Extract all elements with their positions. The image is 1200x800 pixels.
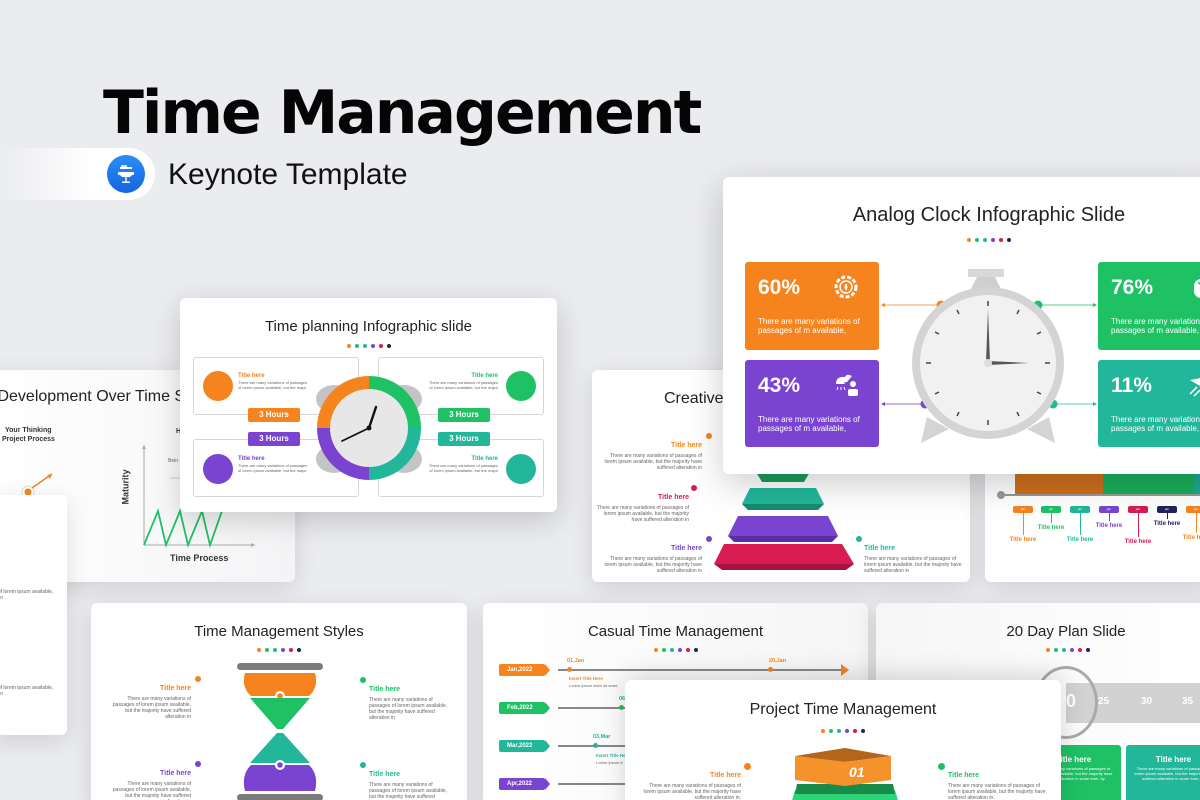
color-dots xyxy=(346,344,391,348)
slide-time-management-styles[interactable]: Time Management Styles Title here There … xyxy=(91,603,467,800)
hours-badge-orange: 3 Hours xyxy=(248,408,300,422)
bullet-dot-icon xyxy=(691,485,697,491)
bullet-dot-icon xyxy=(706,536,712,542)
body-text-1: There are many variations of passages of… xyxy=(0,589,54,601)
slide-title: Time planning Infographic slide xyxy=(264,318,473,335)
creative-item-3: Title here There are many variations of … xyxy=(602,535,712,574)
bullet-dot-icon xyxy=(706,433,712,439)
styles-item-3: Title here There are many variations of … xyxy=(360,676,455,721)
hourglass-icon xyxy=(237,663,323,800)
slide-analog-clock[interactable]: Analog Clock Infographic Slide 60% There… xyxy=(723,177,1200,474)
month-tag-mar[interactable]: Mar,2022 xyxy=(499,740,550,752)
milestone-dot xyxy=(567,667,572,672)
milestone-dot xyxy=(768,667,773,672)
stacked-blocks-graphic: 01 xyxy=(785,744,905,800)
month-tag-apr[interactable]: Apr,2022 xyxy=(499,778,550,790)
body-text-2: There are many variations of passages of… xyxy=(0,685,54,697)
paper-plane-icon xyxy=(1188,372,1200,398)
circle-purple xyxy=(203,454,233,484)
timeline-items: Jan Title here Jan Title here Jan Title … xyxy=(1003,506,1200,582)
bullet-dot-icon xyxy=(856,536,862,542)
note-being: Bein xyxy=(168,458,179,464)
circle-teal xyxy=(506,454,536,484)
timeline-start-dot xyxy=(997,491,1005,499)
project-right-item: Title here There are many variations of … xyxy=(938,762,1046,800)
slide-title: 20 Day Plan Slide xyxy=(1006,623,1126,640)
maturity-chart xyxy=(130,425,260,559)
layer-number: 01 xyxy=(849,764,865,780)
milestone-dot xyxy=(593,743,598,748)
project-left-item: Title here There are many variations of … xyxy=(643,762,751,800)
bullet-dot-icon xyxy=(744,763,751,770)
main-title: Time Management xyxy=(103,78,702,148)
plan-card-teal: Title here There are many variations of … xyxy=(1126,745,1200,800)
hours-badge-purple: 3 Hours xyxy=(248,432,300,446)
slide-title: Casual Time Management xyxy=(587,623,764,640)
stat-card-76: 76% There are many variations of passage… xyxy=(1098,262,1200,350)
analog-clock-icon xyxy=(909,267,1067,451)
styles-item-4: Title here There are many variations of … xyxy=(360,761,455,800)
hours-badge-green: 3 Hours xyxy=(438,408,490,422)
timeline-colored-band xyxy=(1015,470,1103,494)
stat-card-60: 60% There are many variations of passage… xyxy=(745,262,879,350)
gear-flame-icon xyxy=(833,274,859,300)
slide-title: Analog Clock Infographic Slide xyxy=(852,204,1126,226)
bullet-dot-icon xyxy=(360,762,366,768)
milestone-dot xyxy=(619,705,624,710)
slide-title: Project Time Management xyxy=(749,701,937,718)
arrow-head-icon xyxy=(841,664,849,676)
color-dots xyxy=(653,648,698,652)
creative-item-2: Title here There are many variations of … xyxy=(597,484,697,523)
timeline-axis xyxy=(1000,494,1200,496)
ruler-label: 30 xyxy=(1141,696,1153,707)
circle-green xyxy=(506,371,536,401)
timeline-row-jan xyxy=(558,669,843,671)
bullet-dot-icon xyxy=(195,676,201,682)
color-dots xyxy=(1046,648,1090,652)
bullet-dot-icon xyxy=(195,761,201,767)
month-tag-feb[interactable]: Feb,2022 xyxy=(499,702,550,714)
bullet-dot-icon xyxy=(938,763,945,770)
stat-card-11: 11% There are many variations of passage… xyxy=(1098,360,1200,447)
thinking-heading: Your Thinking Project Process xyxy=(2,427,55,443)
mouse-icon xyxy=(1188,274,1200,300)
color-dots xyxy=(967,238,1011,242)
cloud-person-icon xyxy=(833,372,859,398)
slide-left-text-page[interactable]: There are many variations of passages of… xyxy=(0,495,67,735)
stat-card-43: 43% There are many variations of passage… xyxy=(745,360,879,447)
ruler-label: 20 xyxy=(1056,691,1077,711)
slide-title: Creative xyxy=(664,390,724,407)
y-axis-label: Maturity xyxy=(120,469,131,505)
hours-badge-teal: 3 Hours xyxy=(438,432,490,446)
creative-item-4: Title here There are many variations of … xyxy=(856,535,964,574)
styles-item-1: Title here There are many variations of … xyxy=(105,675,201,720)
styles-item-2: Title here There are many variations of … xyxy=(105,760,201,800)
slide-title: Development Over Time Slide xyxy=(0,388,210,405)
ruler-label: 25 xyxy=(1098,696,1110,707)
segmented-clock-icon xyxy=(312,371,426,489)
slide-project-time-management[interactable]: Project Time Management Title here There… xyxy=(625,680,1061,800)
color-dots xyxy=(821,729,865,733)
subtitle: Keynote Template xyxy=(168,158,408,191)
slide-time-planning[interactable]: Time planning Infographic slide Title he… xyxy=(180,298,557,512)
month-tag-jan[interactable]: Jan,2022 xyxy=(499,664,550,676)
ruler-label: 35 xyxy=(1182,696,1194,707)
keynote-podium-icon xyxy=(107,155,145,193)
note-h: H xyxy=(176,428,182,435)
slide-title: Time Management Styles xyxy=(194,623,364,640)
color-dots xyxy=(257,648,301,652)
bullet-dot-icon xyxy=(360,677,366,683)
x-axis-label: Time Process xyxy=(170,553,229,563)
creative-item-1: Title here There are many variations of … xyxy=(602,432,712,471)
pyramid-graphic xyxy=(714,470,854,574)
circle-orange xyxy=(203,371,233,401)
